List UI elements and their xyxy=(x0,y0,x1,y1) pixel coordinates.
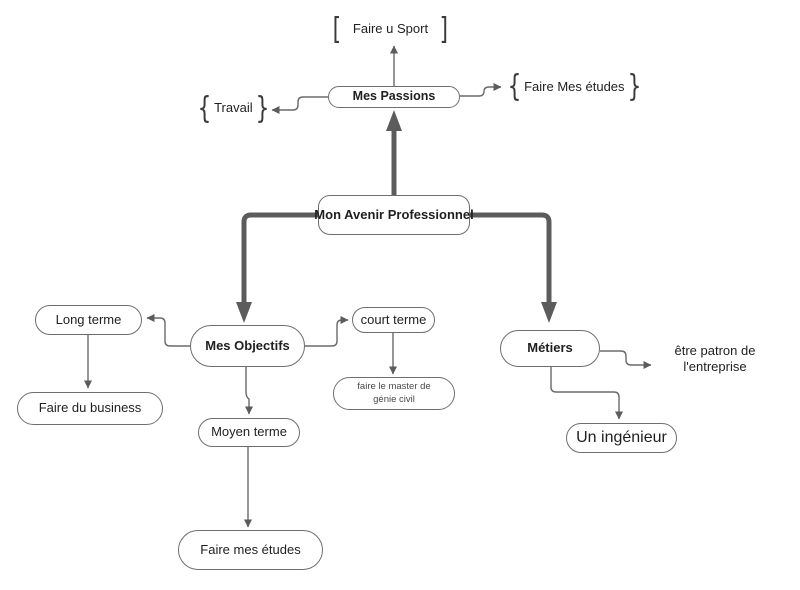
node-faire-du-business[interactable]: Faire du business xyxy=(17,392,163,425)
node-label: Mes Passions xyxy=(352,89,436,104)
edge-metiers-to-ingenieur xyxy=(550,367,623,420)
edge-metiers-to-patron xyxy=(600,350,652,369)
arrowhead-metiers xyxy=(541,302,557,323)
node-metiers[interactable]: Métiers xyxy=(500,330,600,367)
node-label: Métiers xyxy=(527,340,573,356)
node-label: Mes Objectifs xyxy=(205,337,290,353)
node-label: court terme xyxy=(360,311,427,327)
node-label: Moyen terme xyxy=(211,424,287,440)
node-faire-mes-etudes-bottom[interactable]: Faire mes études xyxy=(178,530,323,570)
node-un-ingenieur[interactable]: Un ingénieur xyxy=(566,423,677,453)
node-label: Mon Avenir Professionnel xyxy=(314,206,474,222)
bracket-close-icon: ] xyxy=(439,11,449,47)
node-label: Travail xyxy=(214,100,253,116)
node-faire-u-sport[interactable]: [ Faire u Sport ] xyxy=(331,14,450,45)
edge-objectifs-to-courtterme xyxy=(305,316,349,347)
node-court-terme[interactable]: court terme xyxy=(352,307,435,333)
node-etre-patron[interactable]: être patron de l'entreprise xyxy=(655,340,775,378)
node-mes-passions[interactable]: Mes Passions xyxy=(328,86,460,108)
node-mes-objectifs[interactable]: Mes Objectifs xyxy=(190,325,305,367)
node-faire-mes-etudes-top[interactable]: { Faire Mes études } xyxy=(505,69,641,104)
edge-central-to-metiers xyxy=(470,212,552,303)
node-label: Faire u Sport xyxy=(352,21,429,37)
node-label: Faire du business xyxy=(38,400,142,416)
node-label: Faire Mes études xyxy=(524,78,625,94)
edge-objectifs-to-moyenterme xyxy=(245,367,253,415)
node-travail[interactable]: { Travail } xyxy=(195,93,269,124)
bracket-open-icon: { xyxy=(507,69,522,104)
bracket-open-icon: { xyxy=(197,90,212,126)
edge-objectifs-to-longterme xyxy=(146,314,190,347)
bracket-close-icon: } xyxy=(627,69,641,104)
node-label: être patron de l'entreprise xyxy=(674,342,756,374)
node-mon-avenir-professionnel[interactable]: Mon Avenir Professionnel xyxy=(314,195,474,235)
bracket-open-icon: [ xyxy=(332,11,342,47)
edge-central-to-objectifs xyxy=(241,212,318,303)
edge-passions-to-travail xyxy=(271,96,328,114)
node-master-genie-civil[interactable]: faire le master de génie civil xyxy=(333,377,455,410)
arrowhead-objectifs xyxy=(236,302,252,323)
node-label: Long terme xyxy=(55,311,122,327)
arrowhead-passions xyxy=(386,110,402,131)
node-label: faire le master de génie civil xyxy=(357,380,431,405)
bracket-close-icon: } xyxy=(255,90,270,126)
node-label: Un ingénieur xyxy=(576,429,667,446)
node-moyen-terme[interactable]: Moyen terme xyxy=(198,418,300,447)
node-long-terme[interactable]: Long terme xyxy=(35,305,142,335)
edge-passions-to-etudes xyxy=(460,83,502,97)
node-label: Faire mes études xyxy=(200,541,301,557)
